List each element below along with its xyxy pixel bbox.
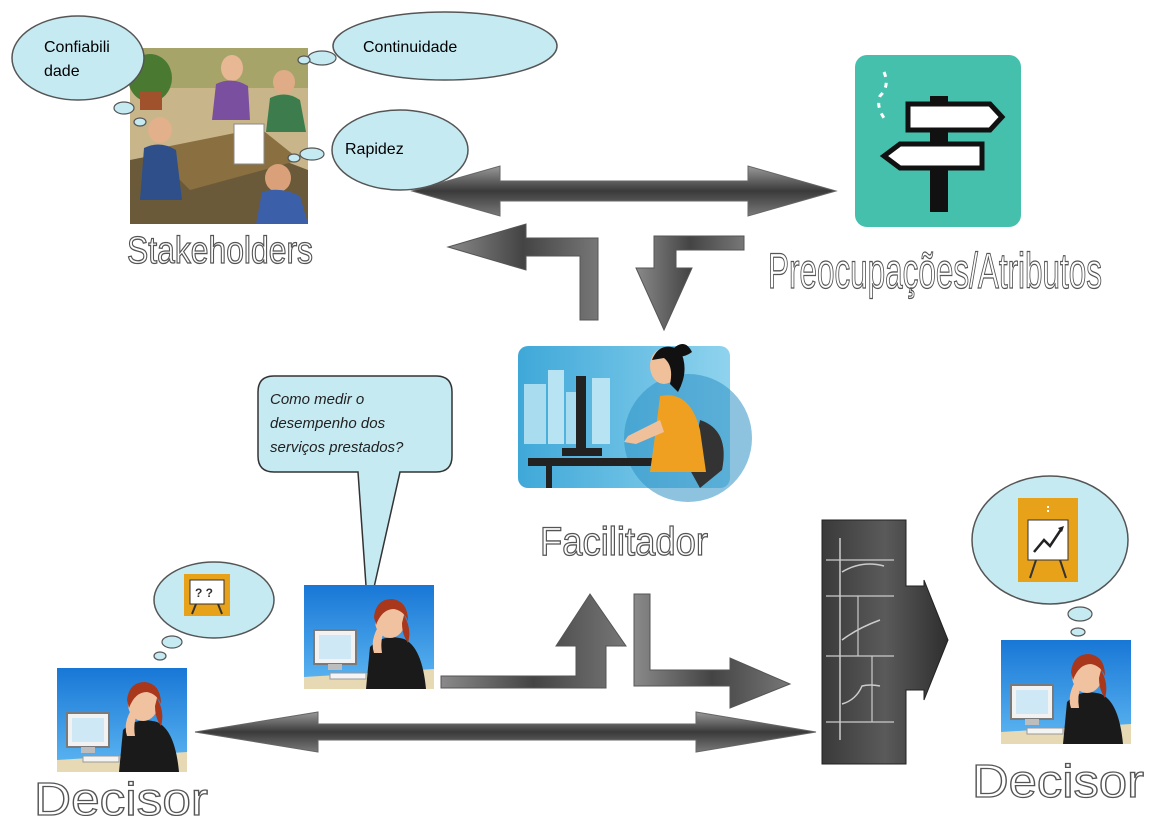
thought-bubble-confiabilidade: Confiabili dade (11, 15, 147, 127)
elbow-arrow-decisor-to-facilitator (440, 593, 627, 689)
speech-line3: serviços prestados? (270, 439, 404, 456)
decision-maker-middle-icon (303, 584, 435, 690)
continuidade-label: Continuidade (363, 39, 457, 56)
speech-bubble-question: Como medir o desempenho dos serviços pre… (257, 375, 453, 615)
thought-bubble-continuidade: Continuidade (297, 11, 558, 81)
facilitator-woman-at-computer-icon (518, 344, 752, 502)
presentation-board-icon: ? ? (184, 574, 230, 616)
elbow-arrow-facilitator-to-model (633, 593, 792, 709)
stakeholders-label: Stakeholders (127, 230, 313, 272)
rapidez-label: Rapidez (345, 141, 404, 158)
decisor-left-label: Decisor (34, 773, 208, 816)
elbow-arrow-to-facilitator (635, 235, 745, 332)
confiabilidade-line1: Confiabili (44, 39, 110, 56)
thought-bubble-chart (971, 475, 1129, 637)
speech-line2: desempenho dos (270, 415, 386, 432)
decision-maker-right-icon (1000, 639, 1132, 745)
thought-bubble-question-marks: ? ? (153, 561, 275, 661)
double-arrow-bottom (194, 711, 817, 753)
presentation-chart-icon (1018, 498, 1078, 582)
decision-maker-left-icon (56, 667, 188, 773)
stakeholders-meeting-icon (128, 48, 308, 224)
speech-line1: Como medir o (270, 391, 364, 408)
signpost-icon (855, 55, 1021, 227)
facilitador-label: Facilitador (540, 520, 708, 564)
double-arrow-top (410, 165, 838, 217)
preocupacoes-label: Preocupações/Atributos (768, 243, 1102, 299)
decisor-right-label: Decisor (972, 755, 1144, 807)
evaluation-model-icon (821, 519, 949, 765)
confiabilidade-line2: dade (44, 63, 80, 80)
elbow-arrow-to-stakeholders (446, 223, 599, 321)
thought-bubble-rapidez: Rapidez (287, 109, 469, 191)
question-marks-text: ? ? (195, 586, 213, 600)
